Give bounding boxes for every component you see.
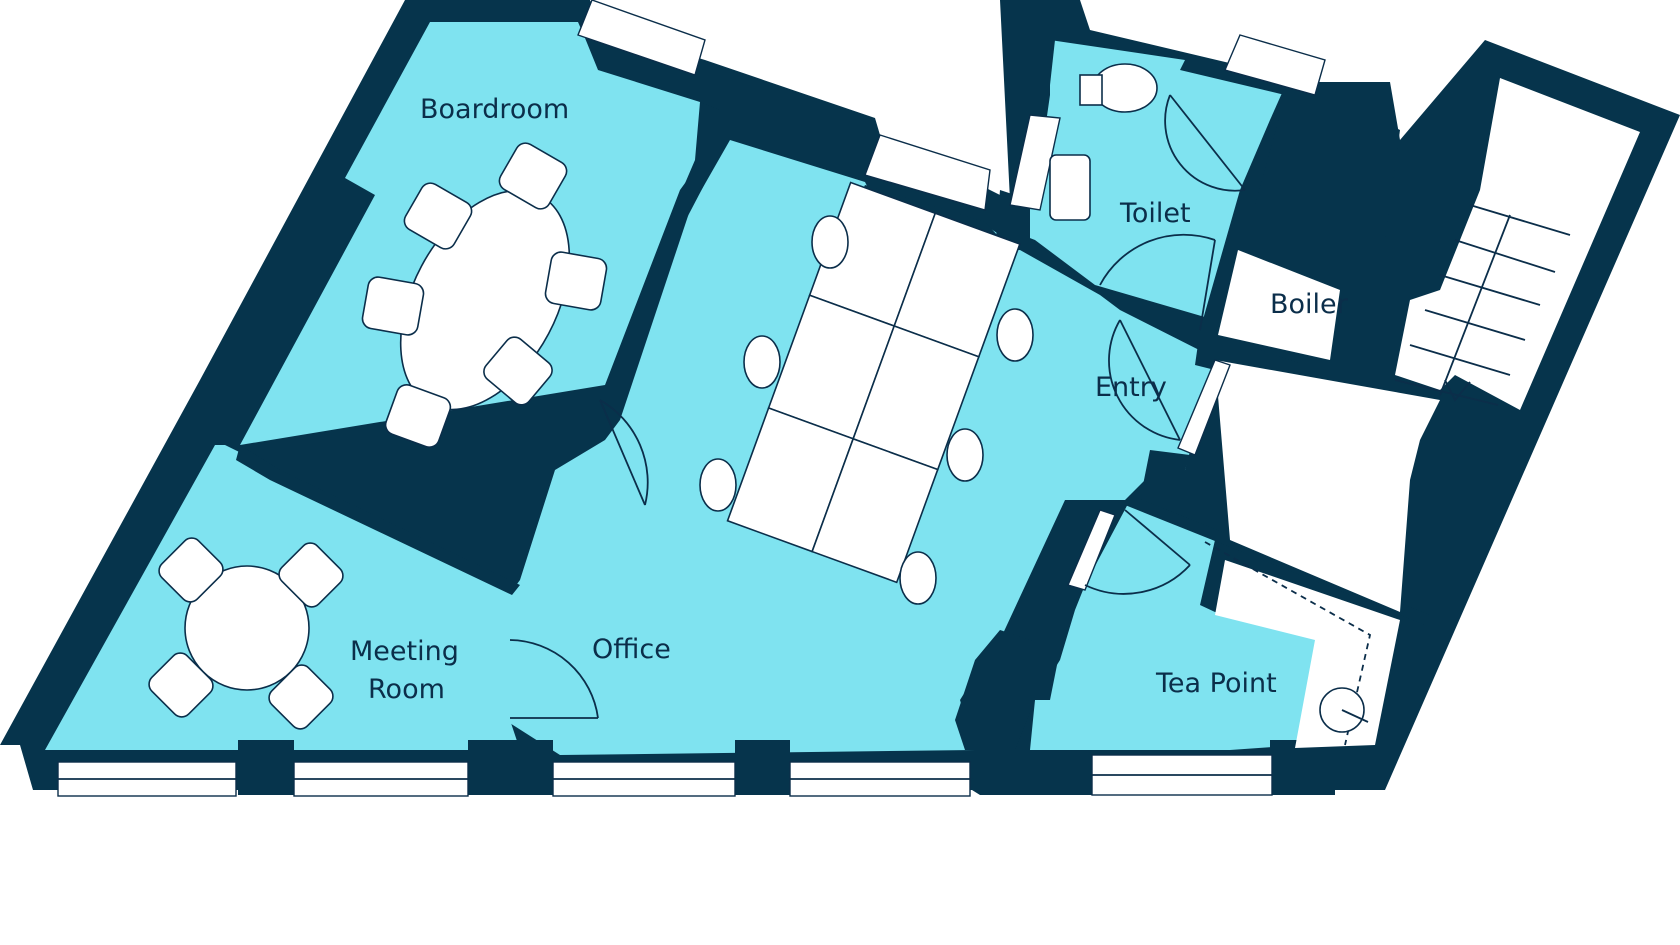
label-boardroom: Boardroom (420, 94, 569, 125)
label-tea-point: Tea Point (1155, 668, 1277, 699)
toilet-floor (1022, 40, 1285, 320)
windows (57, 0, 1326, 797)
furniture (148, 63, 1369, 733)
sink (1049, 154, 1091, 221)
tea-point-floor (1030, 500, 1320, 750)
meeting-table (184, 565, 310, 691)
label-entry: Entry (1095, 372, 1167, 403)
office-chairs (699, 215, 1034, 605)
office-desks (726, 181, 1021, 584)
label-meeting-room-line2: Room (368, 674, 445, 705)
label-toilet: Toilet (1119, 198, 1191, 229)
room-labels: Boardroom Meeting Room Office Toilet Boi… (350, 94, 1349, 705)
label-boiler: Boiler (1270, 289, 1349, 320)
doors (509, 94, 1246, 719)
label-office: Office (592, 634, 671, 665)
stair-steps (1394, 204, 1571, 406)
label-meeting-room-line1: Meeting (350, 636, 459, 667)
